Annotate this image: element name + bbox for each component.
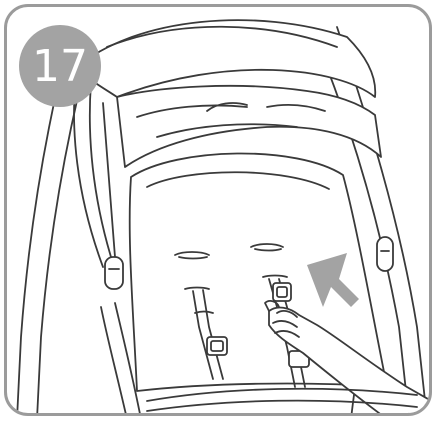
canopy-hinge-left <box>105 257 123 289</box>
step-number-badge: 17 <box>19 25 101 107</box>
canopy-hinge-right <box>377 237 393 271</box>
instruction-panel-frame: 17 <box>4 4 432 416</box>
step-number: 17 <box>32 41 88 92</box>
